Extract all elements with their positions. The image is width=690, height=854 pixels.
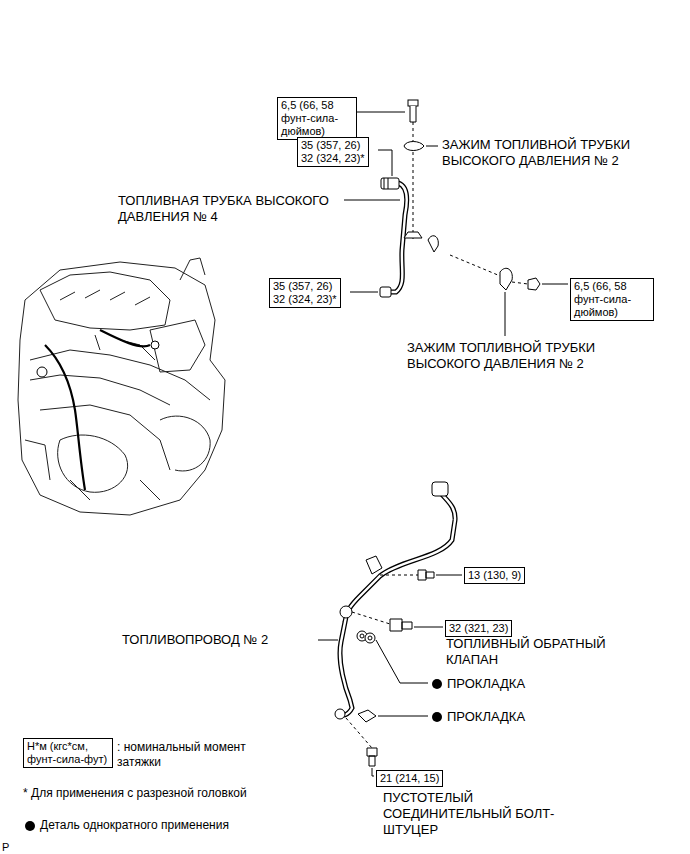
torque-box: 35 (357, 26)32 (324, 23)*	[269, 278, 341, 308]
torque-box: 6,5 (66, 58 фунт-сила-дюймов)	[570, 278, 654, 321]
part-label: : номинальный момент затяжки	[117, 740, 277, 770]
torque-value: 6,5 (66, 58 фунт-сила-дюймов)	[281, 99, 353, 138]
torque-box: 35 (357, 26)32 (324, 23)*	[297, 137, 369, 167]
torque-box: Н*м (кгс*см, фунт-сила-фут)	[23, 738, 113, 768]
part-label: P	[2, 840, 22, 854]
torque-value: 6,5 (66, 58 фунт-сила-дюймов)	[574, 280, 650, 319]
torque-value: 35 (357, 26)	[301, 139, 365, 152]
part-label: ЗАЖИМ ТОПЛИВНОЙ ТРУБКИ ВЫСОКОГО ДАВЛЕНИЯ…	[407, 340, 647, 372]
torque-box: 6,5 (66, 58 фунт-сила-дюймов)	[277, 97, 357, 140]
part-label: ЗАЖИМ ТОПЛИВНОЙ ТРУБКИ ВЫСОКОГО ДАВЛЕНИЯ…	[442, 137, 682, 169]
torque-value: 21 (214, 15)	[380, 772, 439, 785]
torque-value: 13 (130, 9)	[468, 569, 521, 582]
part-label: ПРОКЛАДКА	[447, 709, 597, 725]
part-label: ТОПЛИВНЫЙ ОБРАТНЫЙ КЛАПАН	[446, 636, 646, 668]
part-label: * Для применения с разрезной головкой	[23, 786, 353, 801]
part-label: Деталь однократного применения	[40, 818, 340, 833]
part-label: ПУСТОТЕЛЫЙ СОЕДИНИТЕЛЬНЫЙ БОЛТ-ШТУЦЕР	[383, 790, 583, 838]
torque-value: 32 (321, 23)	[449, 622, 508, 635]
torque-box: 32 (321, 23)	[445, 620, 512, 637]
part-label: ПРОКЛАДКА	[447, 676, 597, 692]
torque-value: 32 (324, 23)*	[273, 293, 337, 306]
part-label: ТОПЛИВНАЯ ТРУБКА ВЫСОКОГО ДАВЛЕНИЯ № 4	[118, 193, 343, 225]
torque-value: Н*м (кгс*см, фунт-сила-фут)	[27, 740, 109, 766]
torque-value: 32 (324, 23)*	[301, 152, 365, 165]
part-label: ТОПЛИВОПРОВОД № 2	[122, 632, 322, 648]
torque-box: 13 (130, 9)	[464, 567, 525, 584]
torque-box: 21 (214, 15)	[376, 770, 443, 787]
torque-value: 35 (357, 26)	[273, 280, 337, 293]
